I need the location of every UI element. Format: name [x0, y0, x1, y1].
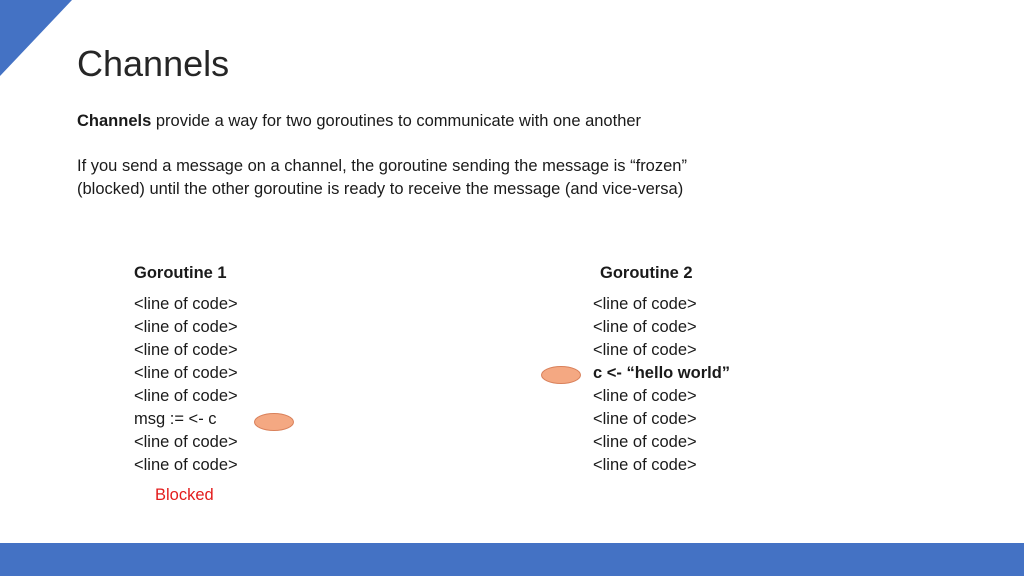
explanation-line-2: (blocked) until the other goroutine is r…	[77, 180, 684, 198]
code-line: <line of code>	[134, 341, 238, 359]
corner-accent-shape	[0, 0, 72, 76]
code-line: <line of code>	[134, 318, 238, 336]
code-line: <line of code>	[134, 387, 238, 405]
code-line: <line of code>	[593, 341, 697, 359]
intro-term: Channels	[77, 112, 152, 130]
code-line: <line of code>	[593, 295, 697, 313]
execution-marker-goroutine-2	[541, 366, 581, 384]
code-line: <line of code>	[593, 318, 697, 336]
code-line: <line of code>	[593, 456, 697, 474]
footer-bar	[0, 543, 1024, 576]
send-line: c <- “hello world”	[593, 364, 731, 382]
goroutine-1-column: Goroutine 1 <line of code> <line of code…	[134, 262, 238, 477]
code-line: <line of code>	[134, 456, 238, 474]
goroutine-2-column: Goroutine 2 <line of code> <line of code…	[593, 262, 730, 477]
intro-paragraph: Channels provide a way for two goroutine…	[77, 110, 641, 133]
goroutine-2-heading: Goroutine 2	[600, 264, 693, 282]
explanation-paragraph: If you send a message on a channel, the …	[77, 155, 687, 201]
slide-title: Channels	[77, 43, 230, 84]
code-line: <line of code>	[134, 433, 238, 451]
explanation-line-1: If you send a message on a channel, the …	[77, 157, 687, 175]
intro-text: provide a way for two goroutines to comm…	[151, 112, 642, 130]
execution-marker-goroutine-1	[254, 413, 294, 431]
code-line: <line of code>	[593, 387, 697, 405]
code-line: <line of code>	[134, 295, 238, 313]
blocked-label: Blocked	[155, 486, 214, 504]
code-line: <line of code>	[593, 410, 697, 428]
receive-line: msg := <- c	[134, 410, 217, 428]
code-line: <line of code>	[593, 433, 697, 451]
code-line: <line of code>	[134, 364, 238, 382]
goroutine-1-heading: Goroutine 1	[134, 264, 227, 282]
